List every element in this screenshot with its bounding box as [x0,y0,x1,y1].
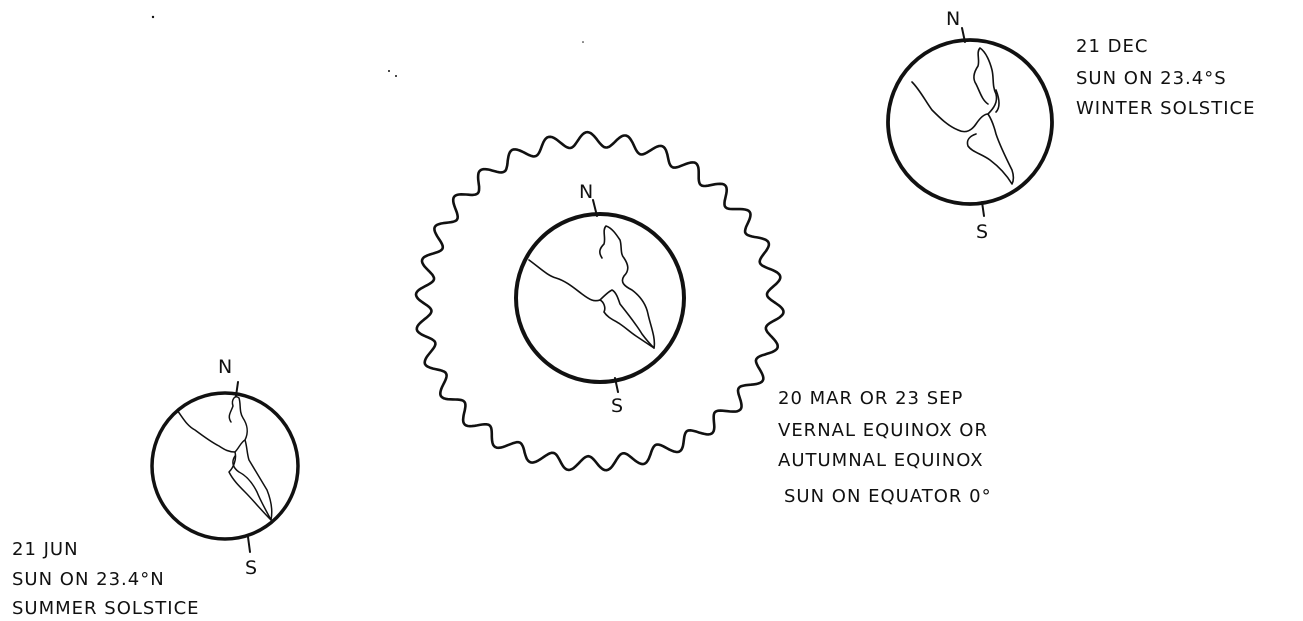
sun-position-label: SUN ON 23.4°S [1076,68,1227,89]
event-label: WINTER SOLSTICE [1076,98,1255,119]
label-december: 21 DEC SUN ON 23.4°S WINTER SOLSTICE [1076,36,1255,119]
earth-globe-outline [152,393,298,539]
pole-north-label: N [218,356,232,378]
sun-wavy-outline [416,132,784,470]
pole-south-label: S [611,395,623,417]
earth-globe-outline [888,40,1052,204]
sun [416,132,784,470]
pole-south-label: S [245,557,257,579]
event-label: VERNAL EQUINOX OR [778,420,988,441]
earth-globe-outline [516,214,684,382]
event-label: SUMMER SOLSTICE [12,598,200,619]
americas-landmass [529,226,654,348]
axis-south-tick [248,537,250,552]
paper-specks [152,16,584,77]
date-label: 21 JUN [12,539,79,560]
date-label: 21 DEC [1076,36,1148,57]
sun-position-label: SUN ON EQUATOR 0° [784,486,992,507]
pole-north-label: N [579,181,593,203]
americas-landmass [177,397,272,520]
earth-equinox: N S [516,181,684,417]
pole-north-label: N [946,8,960,30]
earth-december: N S [888,8,1052,243]
label-june: 21 JUN SUN ON 23.4°N SUMMER SOLSTICE [12,539,200,619]
earth-june: N S [152,356,298,579]
event-label-alt: AUTUMNAL EQUINOX [778,450,984,471]
pole-south-label: S [976,221,988,243]
date-label: 20 MAR OR 23 SEP [778,388,963,409]
label-equinox: 20 MAR OR 23 SEP VERNAL EQUINOX OR AUTUM… [778,388,992,507]
americas-landmass [912,48,1014,184]
sun-position-label: SUN ON 23.4°N [12,569,165,590]
